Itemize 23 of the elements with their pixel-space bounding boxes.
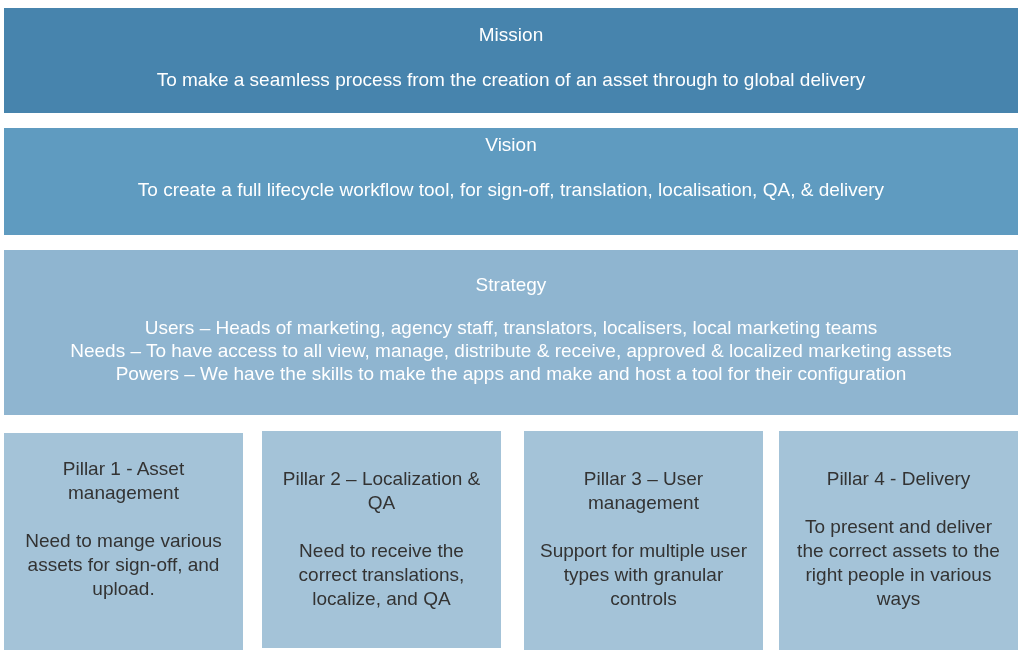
- heading: Mission: [478, 24, 544, 46]
- body-text: To create a full lifecycle workflow tool, for sign-off, translation, localisation, QA, & delivery: [137, 178, 885, 201]
- body-text: To present and deliver the correct assets to the right people in various ways: [796, 515, 1001, 611]
- body-text: Support for multiple user types with granular controls: [539, 539, 748, 611]
- heading: Vision: [485, 134, 537, 156]
- body-text: Needs – To have access to all view, manage, distribute & receive, approved & localized marketing assets: [70, 339, 952, 362]
- heading: Pillar 2 – Localization & QA: [281, 467, 482, 515]
- pillar-card: [524, 431, 763, 650]
- body-text: Users – Heads of marketing, agency staff, translators, localisers, local marketing teams: [144, 316, 878, 339]
- body-text: To make a seamless process from the creation of an asset through to global delivery: [156, 68, 866, 91]
- body-text: Need to mange various assets for sign-off, and upload.: [24, 529, 223, 601]
- body-text: Powers – We have the skills to make the apps and make and host a tool for their configuration: [115, 362, 907, 385]
- pillar-card: [4, 433, 243, 650]
- body-text: Need to receive the correct translations, localize, and QA: [297, 539, 466, 611]
- heading: Pillar 3 – User management: [582, 467, 705, 515]
- pillar-card: [779, 431, 1018, 650]
- heading: Pillar 1 - Asset management: [61, 457, 186, 505]
- pillar-card: [262, 431, 501, 648]
- heading: Pillar 4 - Delivery: [826, 467, 971, 491]
- strategy-banner: [4, 250, 1018, 415]
- heading: Strategy: [475, 274, 547, 296]
- vision-banner: [4, 128, 1018, 235]
- mission-banner: [4, 8, 1018, 113]
